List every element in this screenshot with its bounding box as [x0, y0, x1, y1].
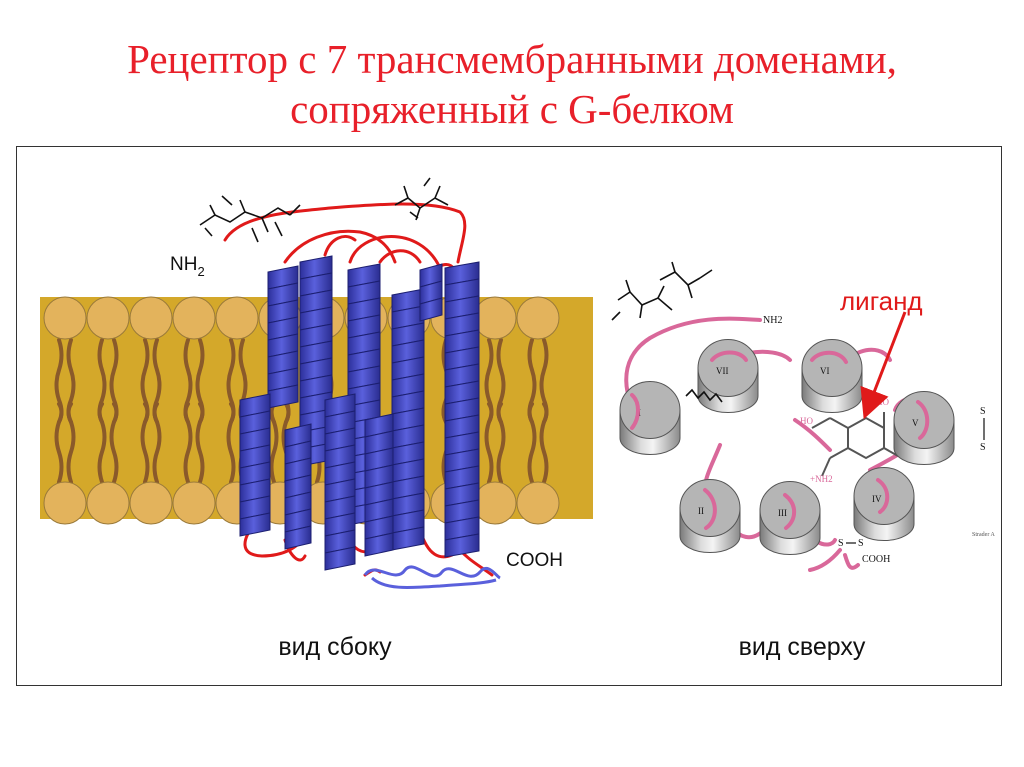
- helix-segment: [445, 262, 479, 557]
- helix-cylinder: VII: [698, 340, 758, 413]
- cylinder-top: [620, 382, 680, 439]
- lipid-head: [517, 482, 559, 524]
- helix-label: VI: [820, 366, 830, 376]
- lipid-head: [130, 297, 172, 339]
- helix-segment: [285, 424, 311, 549]
- ligand-arrow: [868, 312, 905, 408]
- helix-label: VII: [716, 366, 729, 376]
- lipid-head: [87, 482, 129, 524]
- credit-label: Strader A: [972, 532, 995, 538]
- cylinder-top: [894, 392, 954, 449]
- nh2-label-side: NH2: [170, 254, 205, 279]
- c-terminal-coil: [365, 567, 500, 588]
- lipid-head: [173, 297, 215, 339]
- helix-cylinder: I: [620, 382, 680, 455]
- svg-text:HO: HO: [876, 397, 889, 407]
- helix-cylinder: V: [894, 392, 954, 465]
- ligand-label: лиганд: [840, 286, 923, 316]
- top-view-caption: вид сверху: [739, 633, 866, 661]
- svg-text:S: S: [858, 538, 864, 549]
- helix-segment: [268, 266, 298, 408]
- helix-label: V: [912, 418, 919, 428]
- helix-cylinder: IV: [854, 468, 914, 541]
- lipid-head: [474, 482, 516, 524]
- cylinder-top: [680, 480, 740, 537]
- cylinder-top: [760, 482, 820, 539]
- helix-cylinder: III: [760, 482, 820, 555]
- svg-text:+NH2: +NH2: [810, 474, 833, 484]
- helix-segment: [365, 414, 393, 556]
- helix-segment: [420, 264, 442, 321]
- lipid-head: [44, 297, 86, 339]
- helix-cylinder: VI: [802, 340, 862, 413]
- helix-label: IV: [872, 494, 882, 504]
- cooh-label-side: COOH: [506, 550, 563, 571]
- helix-segment: [325, 394, 355, 570]
- svg-text:S: S: [838, 538, 844, 549]
- helix-cylinder: II: [680, 480, 740, 553]
- lipid-head: [44, 482, 86, 524]
- nh2-label-top: NH2: [763, 315, 782, 326]
- cylinder-top: [802, 340, 862, 397]
- side-view-caption: вид сбоку: [278, 633, 392, 661]
- helix-label: III: [778, 508, 787, 518]
- lipid-head: [517, 297, 559, 339]
- lipid-head: [474, 297, 516, 339]
- helix-segment: [392, 289, 424, 550]
- lipid-head: [173, 482, 215, 524]
- helix-label: II: [698, 506, 704, 516]
- cooh-label-top: COOH: [862, 554, 890, 565]
- side-view: NH2 COOH вид сбоку: [40, 178, 593, 661]
- cylinder-top: [854, 468, 914, 525]
- lipid-head: [130, 482, 172, 524]
- svg-text:S: S: [980, 442, 986, 453]
- lipid-head: [87, 297, 129, 339]
- svg-text:HO: HO: [800, 416, 813, 426]
- helix-segment: [240, 394, 270, 536]
- svg-text:S: S: [980, 406, 986, 417]
- lipid-head: [216, 297, 258, 339]
